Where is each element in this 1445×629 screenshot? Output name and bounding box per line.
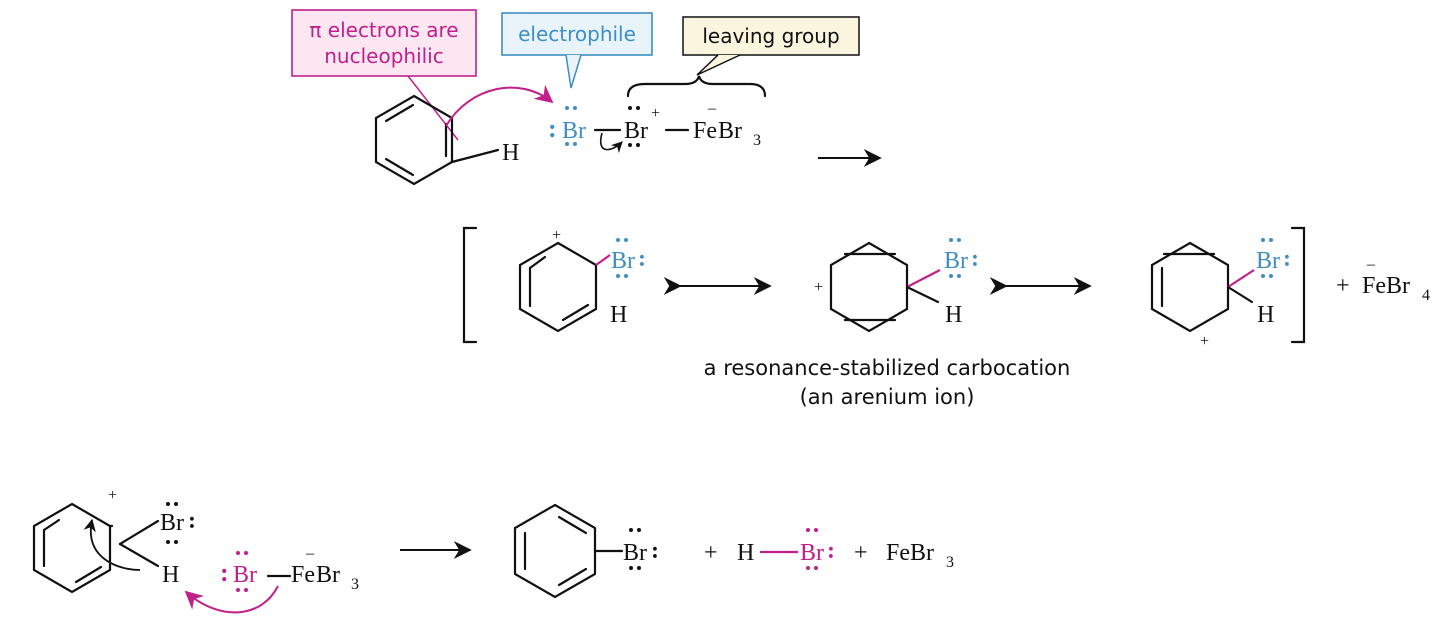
right-bracket (1290, 226, 1306, 344)
rearomatization-arrow (83, 518, 141, 571)
br-substituent: Br (1256, 248, 1280, 274)
pi-electrons-label-line2: nucleophilic (324, 44, 443, 68)
carbocation-charge: + (552, 227, 561, 244)
leaving-group-brace (626, 75, 767, 98)
positive-bromine: Br + (624, 105, 660, 147)
br-positive: Br (624, 118, 648, 144)
step-2: + Br : H : Br Fe – Br 3 Br (32, 487, 954, 614)
electrophile-label-pointer (565, 54, 582, 89)
electrophile-label-box: electrophile (501, 12, 653, 89)
febr3-main: FeBr (886, 540, 934, 566)
br-substituent: Br (611, 248, 635, 274)
electrophile-label: electrophile (518, 22, 636, 46)
caption-line1: a resonance-stabilized carbocation (704, 356, 1071, 380)
hydrogen-atom: H (502, 140, 519, 166)
hbr-colon: : (827, 538, 835, 564)
br-colon: : (1283, 246, 1291, 272)
febr4-main: FeBr (1362, 273, 1410, 299)
tetrabromoferrate-product: + FeBr – 4 (1336, 256, 1430, 304)
febr3-subscript: 3 (946, 554, 954, 571)
carbocation-charge: + (814, 279, 823, 296)
br-colon: : (638, 246, 646, 272)
bromobenzene-product: Br : (513, 503, 659, 599)
plus-sign: + (1336, 273, 1350, 299)
caption-line2: (an arenium ion) (800, 385, 975, 409)
br-colon-left: : (548, 114, 557, 143)
carbocation-charge: + (108, 487, 117, 504)
leaving-group-label-box: leaving group (626, 16, 860, 98)
febr4-minus: – (1366, 256, 1376, 273)
plus-sign: + (704, 540, 718, 566)
br-base: Br (233, 562, 257, 588)
bromide-base: : Br Fe – Br 3 (220, 545, 359, 593)
left-bracket (462, 226, 478, 344)
resonance-structure-2: + Br : H (814, 238, 979, 333)
hydrogen-label: H (1257, 302, 1274, 328)
fe-br-label: Br (718, 118, 742, 144)
fe-br-subscript: 3 (753, 132, 761, 149)
br-plus-charge: + (651, 105, 660, 122)
hydrogen-label: H (610, 302, 627, 328)
resonance-structures: + Br : H + Br : H (462, 226, 1430, 409)
arenium-intermediate: + Br : H (32, 487, 196, 594)
fe-minus-charge: – (707, 100, 717, 117)
br-colon-left: : (220, 558, 229, 587)
leaving-group-label: leaving group (702, 24, 839, 48)
carbocation-charge: + (1200, 333, 1209, 350)
leaving-group-pointer (696, 54, 741, 76)
plus-sign: + (854, 540, 868, 566)
fe-br-label: Br (316, 562, 340, 588)
br-colon: : (651, 538, 659, 564)
br-colon: : (188, 508, 196, 534)
febr4-subscript: 4 (1422, 287, 1430, 304)
fe-br-subscript: 3 (351, 576, 359, 593)
resonance-structure-3: + Br : H (1150, 238, 1291, 350)
pi-electrons-label-box: π electrons are nucleophilic (291, 9, 477, 141)
fe-minus-charge: – (305, 545, 315, 562)
deprotonation-arrow (184, 585, 279, 614)
fe-label: Fe (693, 118, 717, 144)
step-1: π electrons are nucleophilic electrophil… (291, 9, 882, 186)
electrophilic-bromine: : Br (548, 106, 586, 146)
iron-tribromide-regenerated: FeBr 3 (886, 540, 954, 571)
hydrogen-intermediate: H (162, 562, 179, 588)
fe-label: Fe (291, 562, 315, 588)
pi-electrons-label-line1: π electrons are (309, 18, 458, 42)
hydrogen-label: H (945, 302, 962, 328)
iron-tribromide: Fe – Br 3 (693, 100, 761, 149)
br-product: Br (623, 540, 647, 566)
benzene-ring (374, 94, 500, 186)
resonance-structure-1: + Br : H (518, 227, 646, 333)
bond-breaking-arrow (599, 132, 623, 154)
hydrogen-bromide-product: H Br : (737, 528, 835, 570)
br-substituent: Br (944, 248, 968, 274)
attack-curved-arrow (445, 84, 554, 127)
br-intermediate: Br (160, 510, 184, 536)
br-electrophile: Br (562, 118, 586, 144)
hbr-br: Br (800, 540, 824, 566)
br-colon: : (971, 246, 979, 272)
hbr-h: H (737, 540, 754, 566)
